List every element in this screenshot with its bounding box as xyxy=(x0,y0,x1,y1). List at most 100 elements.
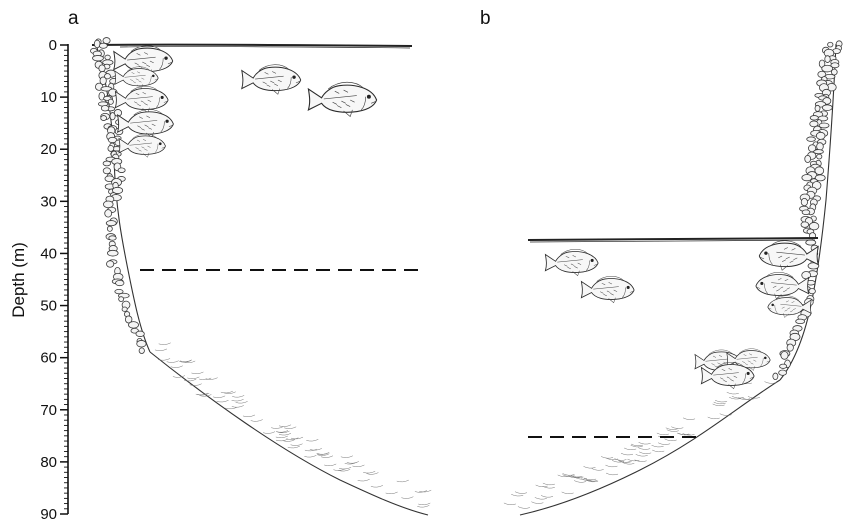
rock xyxy=(99,43,107,48)
sediment-mark xyxy=(605,465,617,467)
sediment-mark xyxy=(627,459,639,461)
sediment-mark xyxy=(606,473,618,475)
sediment-mark xyxy=(658,443,670,445)
rock xyxy=(116,280,124,285)
sediment-mark xyxy=(504,503,516,505)
sediment-mark xyxy=(713,404,725,406)
sediment-mark xyxy=(291,437,303,439)
panel-a-water-surface xyxy=(92,45,412,48)
rock xyxy=(781,351,788,359)
rock xyxy=(109,236,116,240)
sediment-mark xyxy=(671,427,683,429)
sediment-mark xyxy=(271,427,283,429)
rock xyxy=(110,113,115,120)
sediment-mark xyxy=(624,448,636,450)
sediment-mark xyxy=(288,446,300,448)
panel-a-sediment xyxy=(155,343,431,507)
panel-a-fish xyxy=(118,109,174,137)
rock xyxy=(103,168,110,174)
sediment-mark xyxy=(236,401,248,403)
sediment-mark xyxy=(652,445,664,447)
panel-a-fish xyxy=(242,65,301,95)
sediment-mark xyxy=(665,439,677,441)
rock xyxy=(105,55,111,60)
sediment-mark xyxy=(347,461,359,463)
sediment-mark xyxy=(191,372,203,374)
rock xyxy=(809,289,816,294)
panel-a-slope xyxy=(150,352,428,515)
rock xyxy=(779,370,787,375)
sediment-mark xyxy=(631,444,643,446)
sediment-mark xyxy=(652,450,664,452)
sediment-mark xyxy=(324,464,336,466)
rock xyxy=(106,221,116,226)
rock xyxy=(101,116,107,121)
tick-label: 20 xyxy=(40,141,57,158)
sediment-mark xyxy=(622,462,634,464)
rock xyxy=(128,322,138,328)
panel-b-water-surface xyxy=(528,238,818,242)
sediment-mark xyxy=(638,448,650,450)
rock xyxy=(103,161,111,166)
sediment-mark xyxy=(291,444,303,446)
sediment-mark xyxy=(276,436,288,438)
sediment-mark xyxy=(727,392,739,394)
sediment-mark xyxy=(639,452,651,454)
rock xyxy=(780,364,787,368)
rock xyxy=(99,65,105,72)
sediment-mark xyxy=(159,343,171,345)
panel-a xyxy=(90,38,431,515)
rock xyxy=(137,340,146,347)
sediment-mark xyxy=(541,495,553,497)
rock xyxy=(787,344,793,351)
sediment-mark xyxy=(583,466,595,468)
sediment-mark xyxy=(310,448,322,450)
panel-b-fish xyxy=(756,272,809,298)
sediment-mark xyxy=(276,439,288,441)
rock xyxy=(817,154,822,159)
rock xyxy=(822,65,833,72)
sediment-mark xyxy=(232,399,244,401)
sediment-mark xyxy=(155,349,167,351)
sediment-mark xyxy=(187,377,199,379)
tick-label: 10 xyxy=(40,89,57,106)
sediment-mark xyxy=(279,433,291,435)
sediment-mark xyxy=(657,433,669,435)
sediment-mark xyxy=(352,465,364,467)
tick-label: 70 xyxy=(40,402,57,419)
sediment-mark xyxy=(276,430,288,432)
tick-label: 0 xyxy=(49,37,57,54)
sediment-mark xyxy=(562,492,574,494)
rock xyxy=(107,250,118,256)
sediment-mark xyxy=(180,360,192,362)
sediment-mark xyxy=(358,479,370,481)
sediment-mark xyxy=(317,452,329,454)
rock xyxy=(101,106,109,111)
rock xyxy=(108,146,114,152)
sediment-mark xyxy=(543,483,555,485)
panel-b xyxy=(504,41,842,515)
rock xyxy=(828,42,833,47)
sediment-mark xyxy=(574,481,586,483)
sediment-mark xyxy=(417,505,429,507)
sediment-mark xyxy=(306,439,318,441)
sediment-mark xyxy=(563,473,575,475)
panel-a-fish xyxy=(115,86,168,112)
sediment-mark xyxy=(639,442,651,444)
sediment-mark xyxy=(683,418,695,420)
tick-label: 60 xyxy=(40,350,57,367)
rock xyxy=(802,210,810,215)
rock xyxy=(816,132,825,139)
rock xyxy=(105,210,112,217)
sediment-mark xyxy=(284,427,296,429)
sediment-mark xyxy=(732,396,744,398)
sediment-mark xyxy=(401,497,413,499)
sediment-mark xyxy=(217,400,229,402)
sediment-mark xyxy=(621,453,633,455)
sediment-mark xyxy=(173,376,185,378)
panel-a-fish xyxy=(308,82,376,116)
sediment-mark xyxy=(213,396,225,398)
sediment-mark xyxy=(304,455,316,457)
